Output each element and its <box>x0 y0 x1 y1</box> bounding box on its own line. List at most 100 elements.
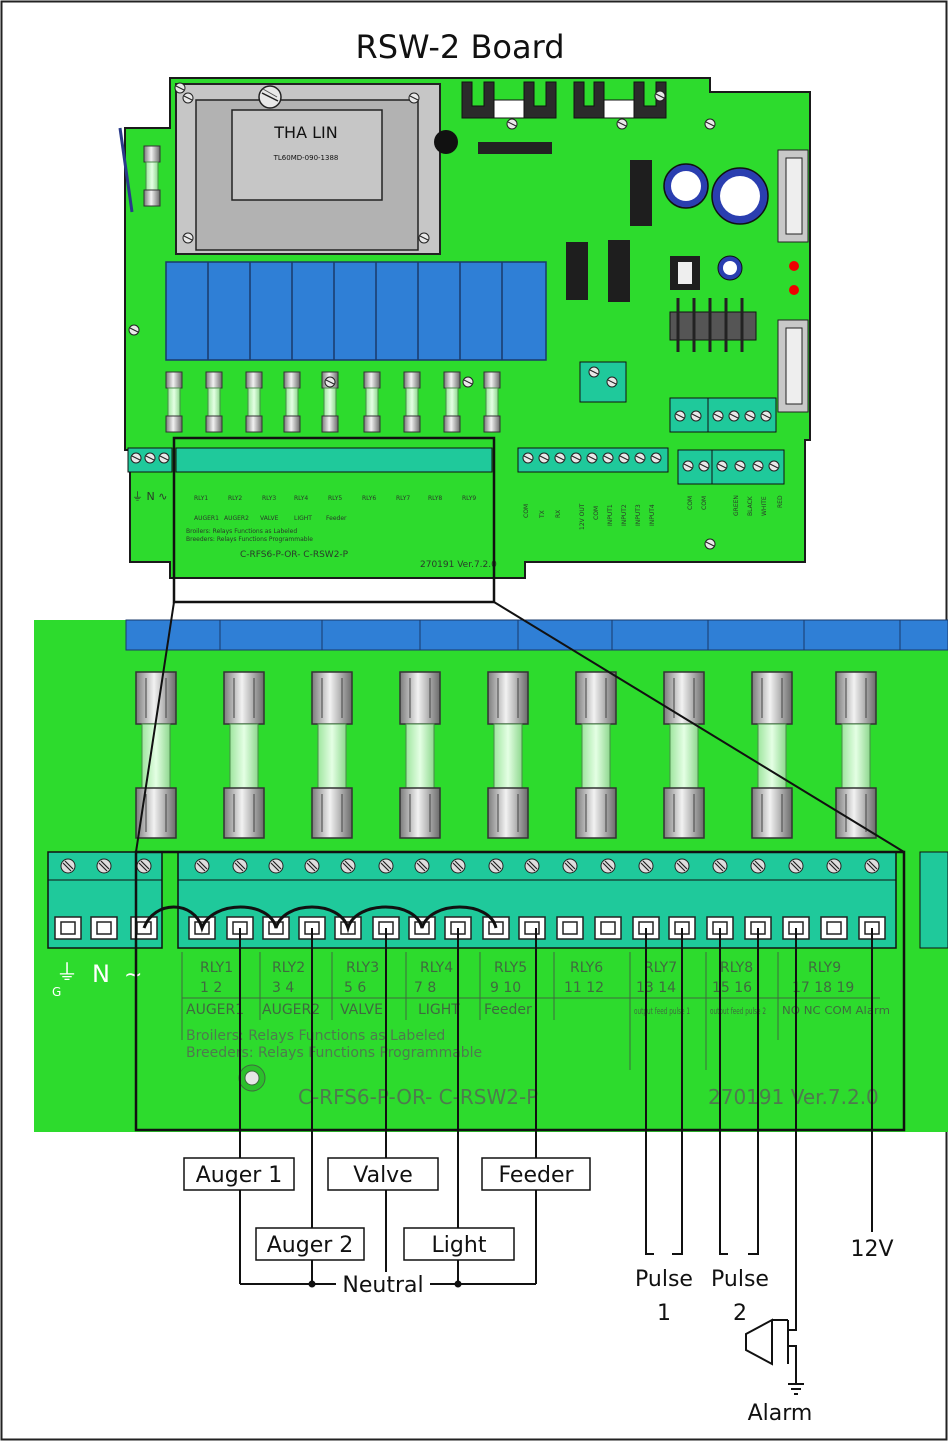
svg-text:Breeders: Relays Functions Pro: Breeders: Relays Functions Programmable <box>186 536 313 543</box>
svg-text:RLY6: RLY6 <box>570 960 603 976</box>
svg-text:TX: TX <box>539 510 546 519</box>
pulse1-label: Pulse <box>635 1267 693 1292</box>
svg-text:RLY1: RLY1 <box>200 960 233 976</box>
svg-text:270191 Ver.7.2.0: 270191 Ver.7.2.0 <box>708 1085 879 1109</box>
neutral-junction-left <box>308 1280 316 1288</box>
svg-text:Valve: Valve <box>353 1163 413 1188</box>
resistor-array <box>669 298 757 352</box>
feeder-load: Feeder <box>481 1157 591 1191</box>
svg-text:RLY4: RLY4 <box>420 960 453 976</box>
svg-text:Feeder: Feeder <box>498 1163 574 1188</box>
zoom-projection-right <box>493 601 905 853</box>
svg-text:RLY5: RLY5 <box>328 495 342 502</box>
board-comm-labels: COM TX RX 12V OUT COM INPUT1 INPUT2 INPU… <box>523 495 784 530</box>
neutral-label: Neutral <box>342 1273 423 1298</box>
svg-text:LIGHT: LIGHT <box>418 1002 460 1018</box>
svg-text:INPUT2: INPUT2 <box>621 504 628 526</box>
svg-text:11 12: 11 12 <box>564 980 604 996</box>
zoom-left-terminal-block: ⏚ G N ~ <box>47 851 163 999</box>
svg-text:13 14: 13 14 <box>636 980 676 996</box>
svg-text:Feeder: Feeder <box>484 1002 532 1018</box>
svg-text:RLY9: RLY9 <box>808 960 841 976</box>
neutral-junction-right <box>454 1280 462 1288</box>
auger2-load: Auger 2 <box>255 1227 365 1261</box>
svg-text:AUGER1: AUGER1 <box>194 515 219 522</box>
svg-text:AUGER2: AUGER2 <box>262 1002 320 1018</box>
board-fuse-main <box>143 145 161 207</box>
svg-text:Auger 1: Auger 1 <box>196 1163 283 1188</box>
relay-block <box>165 261 547 361</box>
diagram-title: RSW-2 Board <box>355 28 564 66</box>
terminal-label-n: N <box>92 960 110 988</box>
trimmer-block <box>579 361 627 403</box>
svg-text:RLY3: RLY3 <box>262 495 276 502</box>
svg-text:VALVE: VALVE <box>260 515 279 522</box>
svg-text:VALVE: VALVE <box>340 1002 383 1018</box>
valve-load: Valve <box>327 1157 439 1191</box>
svg-text:RLY8: RLY8 <box>428 495 442 502</box>
integrated-circuits <box>566 160 700 302</box>
alarm-label: Alarm <box>748 1401 813 1426</box>
svg-text:C-RFS6-P-OR- C-RSW2-P: C-RFS6-P-OR- C-RSW2-P <box>298 1085 538 1109</box>
svg-text:1 2: 1 2 <box>200 980 222 996</box>
neutral-jumper-wire <box>142 905 498 934</box>
svg-text:Light: Light <box>432 1233 487 1258</box>
svg-text:RX: RX <box>555 510 562 518</box>
zoom-main-terminal-block <box>177 851 948 949</box>
svg-text:Auger 2: Auger 2 <box>267 1233 354 1258</box>
svg-text:RLY9: RLY9 <box>462 495 476 502</box>
svg-text:INPUT1: INPUT1 <box>607 504 614 526</box>
zoom-fuses <box>135 671 877 839</box>
board-left-terminal-labels: ⏚ N ∿ <box>132 490 167 503</box>
rly7-func: output feed pulse 1 <box>634 1007 690 1017</box>
svg-text:9 10: 9 10 <box>490 980 521 996</box>
auger1-load: Auger 1 <box>183 1157 295 1191</box>
zoom-frame <box>134 850 906 1132</box>
board-overview: THA LIN TL60MD-090-1388 <box>118 77 811 604</box>
svg-text:Broilers: Relays Functions as: Broilers: Relays Functions as Labeled <box>186 528 297 535</box>
12v-label: 12V <box>850 1237 893 1262</box>
board-terminal-strip: ⏚ N ∿ <box>127 447 669 503</box>
light-load: Light <box>403 1227 515 1261</box>
svg-text:RLY6: RLY6 <box>362 495 376 502</box>
svg-text:INPUT4: INPUT4 <box>649 504 656 526</box>
wiring <box>239 928 873 1331</box>
heatsinks <box>434 81 716 154</box>
svg-text:RLY4: RLY4 <box>294 495 308 502</box>
zoom-relay-labels: RLY1 RLY2 RLY3 RLY4 RLY5 RLY6 RLY7 RLY8 … <box>181 952 890 1109</box>
svg-text:Broilers: Relays Functions as: Broilers: Relays Functions as Labeled <box>186 1028 445 1044</box>
svg-text:15 16: 15 16 <box>712 980 752 996</box>
svg-text:COM: COM <box>593 506 600 520</box>
svg-text:RLY1: RLY1 <box>194 495 208 502</box>
pulse2-number: 2 <box>733 1301 747 1326</box>
right-terminal-blocks <box>669 397 785 485</box>
svg-text:GREEN: GREEN <box>733 495 740 516</box>
ribbon-connectors <box>777 149 809 413</box>
svg-text:C-RFS6-P-OR- C-RSW2-P: C-RFS6-P-OR- C-RSW2-P <box>240 550 349 560</box>
svg-text:COM: COM <box>701 496 708 510</box>
transformer-brand: THA LIN <box>273 123 337 142</box>
svg-text:Feeder: Feeder <box>326 515 347 522</box>
svg-text:12V OUT: 12V OUT <box>579 503 586 530</box>
ground-symbol: ⏚ <box>56 961 78 986</box>
svg-text:WHITE: WHITE <box>761 496 768 516</box>
svg-text:RLY8: RLY8 <box>720 960 753 976</box>
board-zoom-view: ⏚ G N ~ <box>34 619 948 1132</box>
svg-text:LIGHT: LIGHT <box>294 515 312 522</box>
svg-text:7 8: 7 8 <box>414 980 436 996</box>
transformer: THA LIN TL60MD-090-1388 <box>174 82 441 255</box>
svg-text:INPUT3: INPUT3 <box>635 504 642 526</box>
terminal-label-live: ~ <box>124 963 142 988</box>
pulse2-label: Pulse <box>711 1267 769 1292</box>
rly9-func: NO NC COM Alarm <box>782 1004 890 1017</box>
pulse1-number: 1 <box>657 1301 671 1326</box>
svg-text:RLY3: RLY3 <box>346 960 379 976</box>
svg-text:Breeders: Relays Functions Pro: Breeders: Relays Functions Programmable <box>186 1045 482 1061</box>
svg-text:5 6: 5 6 <box>344 980 366 996</box>
svg-text:AUGER1: AUGER1 <box>186 1002 244 1018</box>
svg-text:3 4: 3 4 <box>272 980 294 996</box>
svg-text:RLY2: RLY2 <box>228 495 242 502</box>
svg-text:BLACK: BLACK <box>747 495 754 516</box>
svg-text:RLY7: RLY7 <box>644 960 677 976</box>
